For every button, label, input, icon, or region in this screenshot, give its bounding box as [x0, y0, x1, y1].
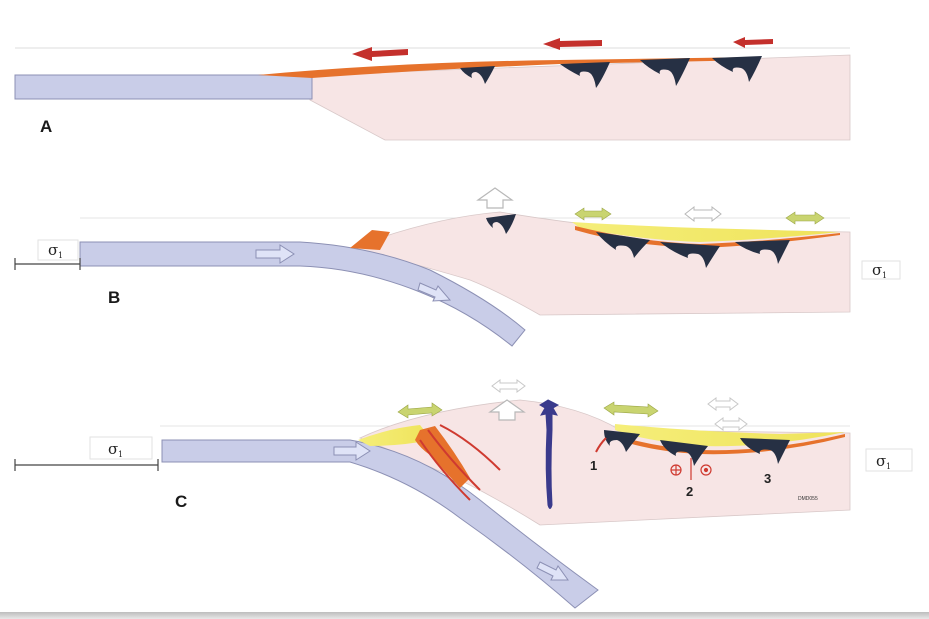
sigma-symbol: σ	[872, 261, 882, 279]
sigma-symbol: σ	[48, 241, 58, 259]
hollow-double-arrow	[685, 207, 721, 221]
hollow-double-arrow	[492, 380, 525, 392]
sigma-right-c: σ 1	[866, 449, 912, 471]
green-double-arrow	[786, 212, 824, 224]
sigma-subscript: 1	[882, 271, 887, 280]
panel-b: σ 1 σ 1 B	[15, 188, 900, 346]
bottom-border	[0, 612, 929, 619]
upper-plate-crust	[360, 400, 850, 525]
green-double-arrow	[604, 402, 658, 417]
sigma-subscript: 1	[118, 450, 123, 459]
red-left-arrow	[352, 47, 408, 61]
sigma-left-c: σ 1	[90, 437, 152, 459]
hollow-double-arrow	[715, 418, 747, 430]
panel-a: A	[15, 37, 850, 140]
figure-credit: DMD055	[798, 496, 818, 502]
sigma-symbol: σ	[108, 440, 118, 458]
scale-bar-c	[15, 459, 158, 471]
into-page-symbol	[671, 465, 681, 475]
panel-c: 1 2 3 σ 1 σ 1	[15, 380, 912, 608]
panel-label-c: C	[175, 492, 187, 511]
sigma-subscript: 1	[58, 251, 63, 260]
red-left-arrow	[733, 37, 773, 48]
hollow-up-arrow	[478, 188, 512, 208]
panel-label-a: A	[40, 117, 52, 136]
sigma-subscript: 1	[886, 462, 891, 471]
fault-number-2: 2	[686, 484, 693, 499]
sigma-left-b: σ 1	[38, 240, 78, 260]
fault-number-3: 3	[764, 471, 771, 486]
hollow-cross-arrows	[708, 398, 738, 410]
red-left-arrows	[352, 37, 773, 61]
fault-number-1: 1	[590, 458, 597, 473]
panel-label-b: B	[108, 288, 120, 307]
oceanic-plate	[15, 75, 312, 99]
sigma-right-b: σ 1	[862, 261, 900, 280]
sigma-symbol: σ	[876, 452, 886, 470]
